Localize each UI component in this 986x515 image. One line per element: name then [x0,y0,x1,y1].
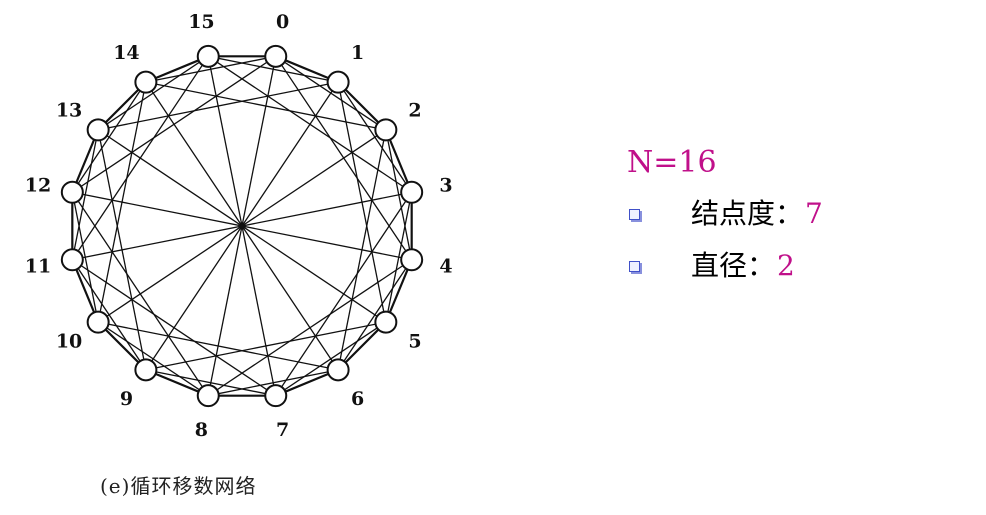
center-hub [238,222,246,230]
node-degree-value: 7 [805,197,823,230]
node-degree-item: 结点度：7 [627,188,823,240]
network-edge [71,81,147,193]
network-node [134,70,158,94]
node-label: 1 [351,42,364,64]
network-node [86,310,110,334]
node-label: 10 [56,331,82,353]
network-node [264,44,288,68]
network-node [196,44,220,68]
network-nodes [60,44,424,408]
network-edge [97,82,147,323]
diameter-label: 直径： [691,249,776,282]
node-count: N=16 [627,145,717,180]
node-label: 14 [113,42,139,64]
bullet-icon [629,209,640,220]
network-node [264,384,288,408]
network-node [60,180,84,204]
bullet-icon [629,261,640,272]
node-label: 4 [439,256,452,278]
node-degree-label: 结点度： [691,197,804,230]
network-edge [145,369,276,397]
network-node [326,70,350,94]
network-node [400,248,424,272]
node-label: 12 [25,174,51,196]
node-label: 0 [276,11,289,33]
network-node [196,384,220,408]
diagram-caption: (e)循环移数网络 [100,474,257,498]
network-node [86,118,110,142]
node-label: 13 [56,99,82,121]
network-edge [71,259,147,371]
node-label: 7 [276,419,289,441]
diameter-item: 直径：2 [627,240,823,292]
network-node [400,180,424,204]
network-edge [208,55,339,83]
network-node [134,358,158,382]
node-label: 11 [25,256,51,278]
network-edge [97,129,147,370]
network-edge [71,55,209,261]
network-node [326,358,350,382]
network-edge [207,55,413,193]
node-label: 5 [408,331,421,353]
diameter-value: 2 [777,249,795,282]
node-label: 3 [439,174,452,196]
network-edge [97,321,209,397]
network-node [374,310,398,334]
network-node [374,118,398,142]
node-label: 2 [408,99,421,121]
node-label: 8 [195,419,208,441]
network-properties: N=16 结点度：7 直径：2 [627,145,823,292]
network-edge [71,129,99,260]
network-edges [71,55,413,397]
node-label: 6 [351,388,364,410]
network-edge [71,192,99,323]
node-label: 15 [188,11,214,33]
network-edge [97,55,209,131]
network-node [60,248,84,272]
node-label: 9 [120,388,133,410]
